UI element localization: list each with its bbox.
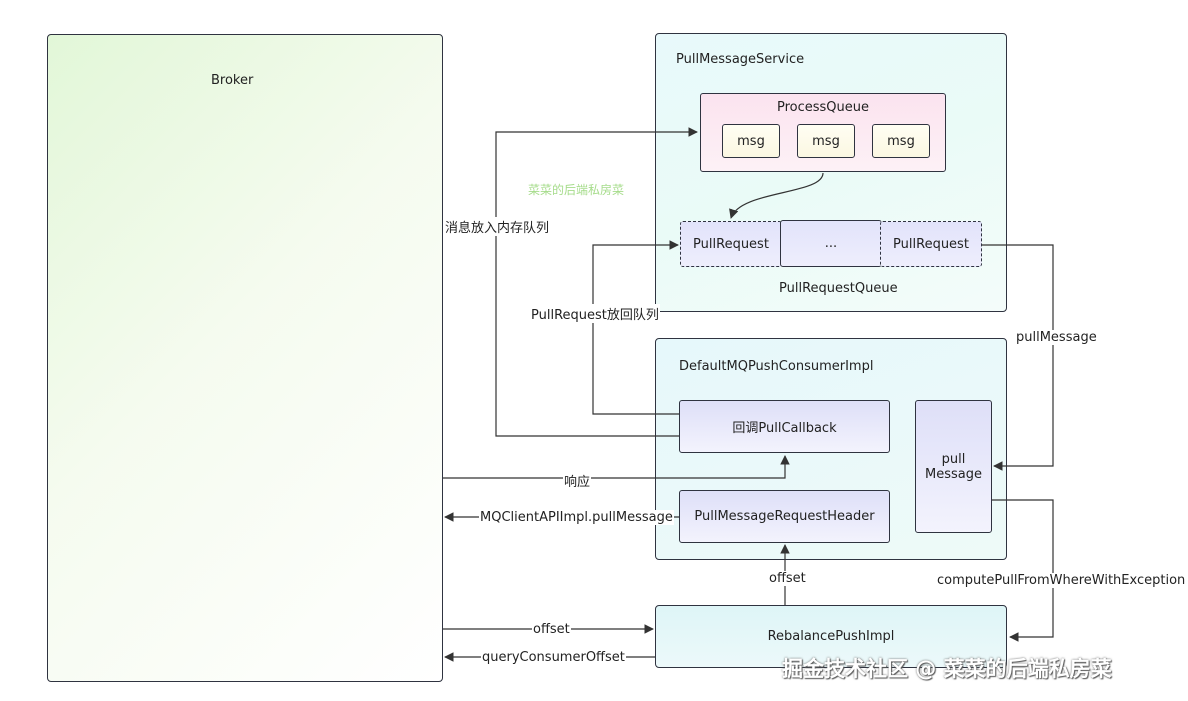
pull-request-box-2: PullRequest	[880, 221, 982, 267]
label-query-offset: queryConsumerOffset	[481, 650, 626, 665]
footer-watermark: 掘金技术社区 @ 菜菜的后端私房菜	[782, 657, 1112, 681]
pull-message-box: pull Message	[915, 400, 992, 533]
broker-box: Broker	[47, 34, 443, 682]
request-header-box: PullMessageRequestHeader	[679, 490, 890, 543]
edge-process-to-pullrequest	[729, 172, 824, 219]
msg-box-3: msg	[872, 124, 930, 158]
pull-message-line1: pull	[941, 451, 966, 467]
edge-response	[443, 455, 790, 479]
faint-watermark: 菜菜的后端私房菜	[528, 183, 625, 197]
pull-callback-box: 回调PullCallback	[679, 400, 890, 453]
process-queue-title: ProcessQueue	[776, 100, 870, 115]
edge-pull-message	[982, 244, 1054, 471]
label-offset: offset	[532, 622, 571, 637]
pull-request-box-1: PullRequest	[680, 221, 782, 267]
rebalance-push-impl-box: RebalancePushImpl	[655, 605, 1007, 668]
consumer-impl-title: DefaultMQPushConsumerImpl	[679, 359, 874, 374]
label-offset-up: offset	[768, 571, 807, 586]
broker-title: Broker	[211, 73, 254, 88]
pull-message-service-title: PullMessageService	[676, 52, 805, 67]
label-response: 响应	[563, 471, 592, 490]
label-put-in-queue: 消息放入内存队列	[444, 217, 551, 236]
pull-message-line2: Message	[925, 466, 982, 482]
label-pull-message: pullMessage	[1015, 330, 1098, 345]
msg-box-1: msg	[722, 124, 780, 158]
edge-put-in-queue	[495, 127, 698, 437]
label-api-pull: MQClientAPIImpl.pullMessage	[479, 510, 674, 525]
label-compute: computePullFromWhereWithException	[936, 573, 1187, 588]
pull-request-queue-title: PullRequestQueue	[779, 281, 898, 296]
edge-compute	[992, 499, 1054, 642]
label-put-back: PullRequest放回队列	[530, 304, 660, 323]
pull-request-ellipsis-box: ...	[780, 220, 882, 267]
edge-put-back	[592, 240, 679, 415]
msg-box-2: msg	[797, 124, 855, 158]
